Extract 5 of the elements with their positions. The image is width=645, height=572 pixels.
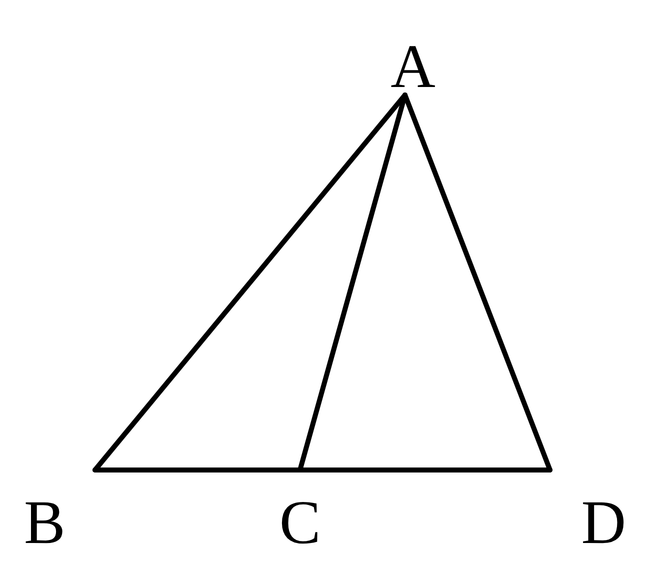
point-label: A (390, 36, 436, 98)
point-label: B (24, 492, 66, 554)
point-label: D (581, 492, 626, 554)
point-label: C (279, 492, 321, 554)
line-segment (298, 468, 552, 472)
